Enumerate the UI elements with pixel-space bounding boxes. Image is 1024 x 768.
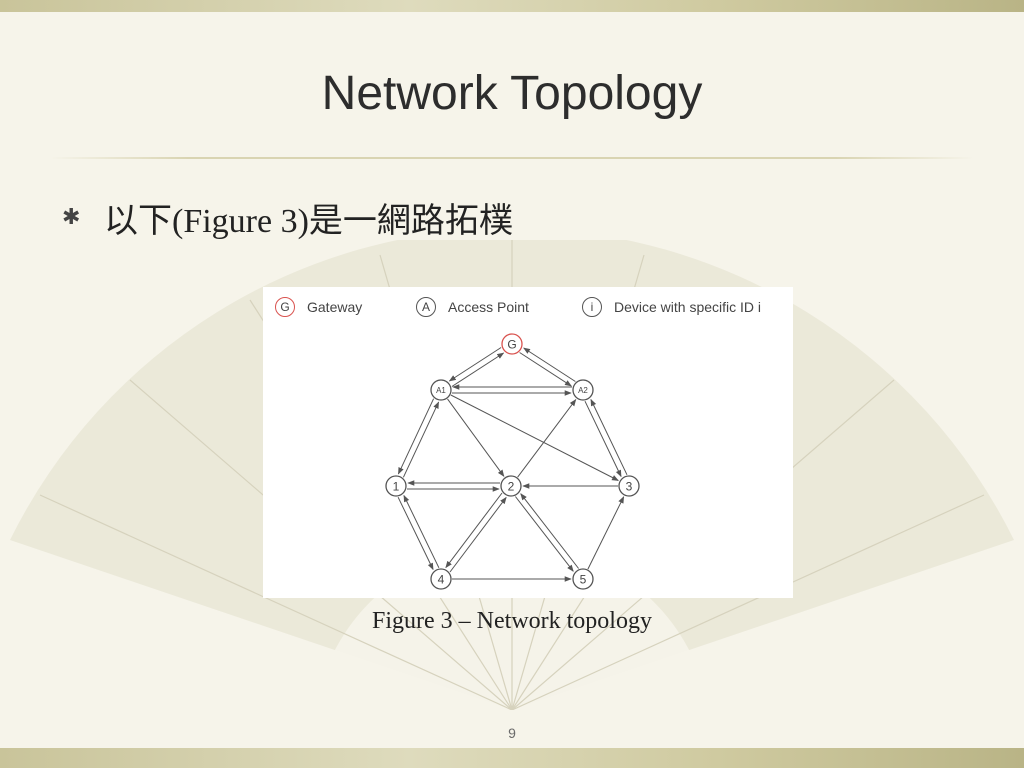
topology-graph: G A1 A2 1 2 3 4 5	[385, 333, 640, 590]
edge-2-to-5	[515, 496, 574, 572]
access-point-node-icon: A	[416, 297, 436, 317]
legend-item-gateway: G Gateway	[275, 295, 362, 319]
node-A1: A1	[430, 379, 452, 401]
edge-1-to-4	[397, 496, 434, 571]
edge-2-to-A2	[517, 399, 577, 478]
edge-3-to-A2	[590, 398, 628, 476]
node-1: 1	[385, 475, 407, 497]
edge-1-to-A1	[402, 401, 440, 478]
node-label-1: 1	[393, 480, 400, 494]
node-4: 4	[430, 568, 452, 590]
node-label-G: G	[507, 338, 516, 352]
edge-A1-to-2	[447, 398, 505, 477]
node-label-A2: A2	[578, 386, 588, 395]
edge-5-to-2	[520, 493, 579, 569]
edge-A1-to-G	[451, 352, 505, 387]
node-circle-2	[500, 475, 522, 497]
gateway-node-icon: G	[275, 297, 295, 317]
bullet-text: 以下(Figure 3)是一網路拓樸	[104, 202, 513, 240]
legend-label-gateway: Gateway	[307, 299, 363, 315]
slide-title: Network Topology	[321, 67, 703, 120]
node-circle-G	[501, 333, 523, 355]
node-circle-1	[385, 475, 407, 497]
node-3: 3	[618, 475, 640, 497]
title-divider	[50, 157, 974, 159]
edge-A1-to-1	[397, 398, 435, 475]
node-5: 5	[572, 568, 594, 590]
node-label-3: 3	[626, 480, 633, 494]
legend-label-access-point: Access Point	[448, 299, 529, 315]
node-label-4: 4	[438, 573, 445, 587]
edge-G-to-A2	[519, 352, 572, 387]
asterisk-bullet-icon: ✱	[62, 204, 81, 229]
edge-A1-to-3	[450, 394, 619, 481]
node-2: 2	[500, 475, 522, 497]
node-label-A1: A1	[436, 386, 446, 395]
bottom-decor-band	[0, 748, 1024, 768]
node-circle-A1	[430, 379, 452, 401]
node-circle-3	[618, 475, 640, 497]
node-circle-A2	[572, 379, 594, 401]
legend-label-device: Device with specific ID i	[614, 299, 762, 315]
edge-4-to-1	[403, 494, 440, 569]
network-topology-figure: G Gateway A Access Point i Device with s…	[263, 287, 793, 598]
edge-2-to-4	[445, 492, 503, 569]
device-node-icon: i	[582, 297, 602, 317]
node-circle-5	[572, 568, 594, 590]
bullet-item: ✱ 以下(Figure 3)是一網路拓樸	[62, 192, 513, 242]
page-number: 9	[508, 725, 516, 741]
node-label-2: 2	[508, 480, 515, 494]
edge-A2-to-3	[584, 400, 622, 478]
figure-caption: Figure 3 – Network topology	[372, 608, 652, 634]
figure-legend: G Gateway A Access Point i Device with s…	[263, 295, 793, 319]
node-circle-4	[430, 568, 452, 590]
edge-G-to-A1	[448, 347, 502, 382]
legend-item-device: i Device with specific ID i	[582, 295, 761, 319]
edge-A2-to-G	[523, 347, 576, 382]
edge-5-to-3	[587, 496, 625, 570]
legend-item-access-point: A Access Point	[416, 295, 529, 319]
node-G: G	[501, 333, 523, 355]
top-decor-band	[0, 0, 1024, 12]
node-A2: A2	[572, 379, 594, 401]
node-label-5: 5	[580, 573, 587, 587]
edge-4-to-2	[449, 496, 507, 573]
